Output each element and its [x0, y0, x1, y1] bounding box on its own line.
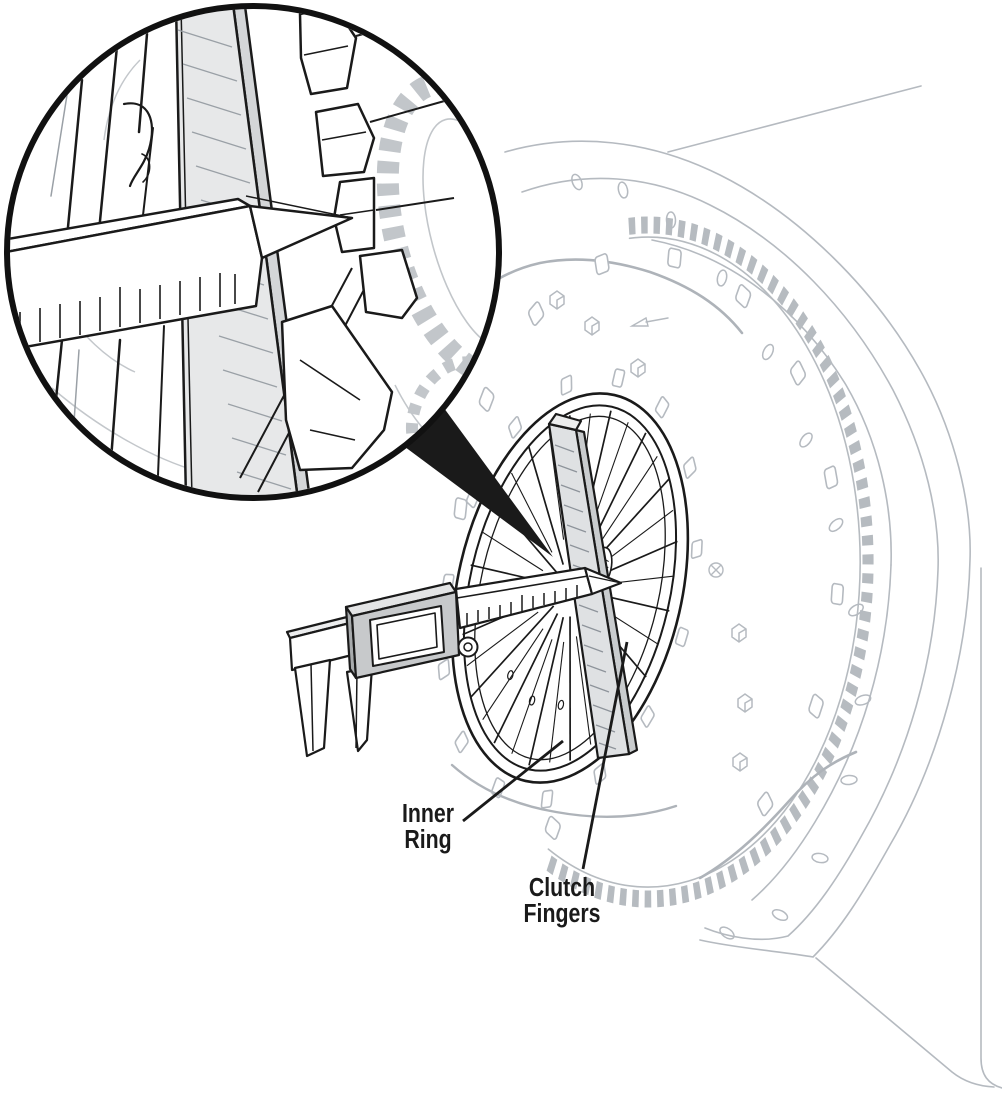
straightedge-hatching — [554, 444, 617, 750]
inner-ring-tabs — [398, 342, 742, 832]
flywheel-inner-band-top — [651, 239, 892, 566]
flywheel-mid-rim — [521, 177, 939, 941]
vernier-caliper — [285, 566, 623, 758]
caliper-ruler-ticks — [466, 585, 578, 625]
callout-wedge — [401, 404, 553, 557]
clutch-fingers-label-line1: Clutch — [529, 873, 595, 903]
inset-beam-front-face — [10, 204, 264, 352]
housing-edge-right — [980, 567, 1002, 1089]
clutch-fingers-label-line2: Fingers — [524, 899, 601, 929]
housing-edge-top — [667, 85, 922, 153]
flywheel-inner-band-bottom — [751, 564, 892, 901]
flywheel-outer-rim — [504, 140, 971, 958]
clutch-fingers-leader-line — [581, 641, 629, 870]
inner-ring-label-line1: Inner — [402, 799, 454, 829]
magnifier-inset-border — [4, 3, 502, 501]
caliper-moving-jaw — [345, 665, 374, 753]
pressure-plate-bolts — [549, 290, 753, 772]
ring-gear-teeth — [542, 216, 874, 908]
labels: Inner Ring Clutch Fingers — [402, 641, 629, 929]
inner-ring-leader-line — [462, 739, 564, 823]
caliper-display-inner — [376, 612, 438, 660]
clutch-fingers-label: Clutch Fingers — [524, 873, 601, 929]
inset-clutch-fingers — [239, 9, 455, 493]
flywheel-bolt-holes — [571, 173, 872, 940]
inner-ring-label-line2: Ring — [404, 825, 451, 855]
caliper-display — [369, 605, 445, 667]
inner-ring-label: Inner Ring — [402, 799, 454, 855]
inset-caliper-beam — [10, 195, 354, 352]
cover-edge-bottom — [698, 750, 858, 880]
caliper-jaws — [293, 658, 374, 758]
straightedge-top-facet — [547, 412, 583, 432]
bell-housing-edges — [667, 85, 1002, 1089]
magnifier-inset — [4, 3, 502, 501]
caliper-depth-tip — [583, 566, 623, 596]
inset-beam-tip — [248, 204, 354, 260]
housing-edge-diagonal — [815, 957, 995, 1088]
flywheel-and-housing — [450, 85, 1002, 1089]
cover-edge-lower-left — [450, 763, 678, 818]
